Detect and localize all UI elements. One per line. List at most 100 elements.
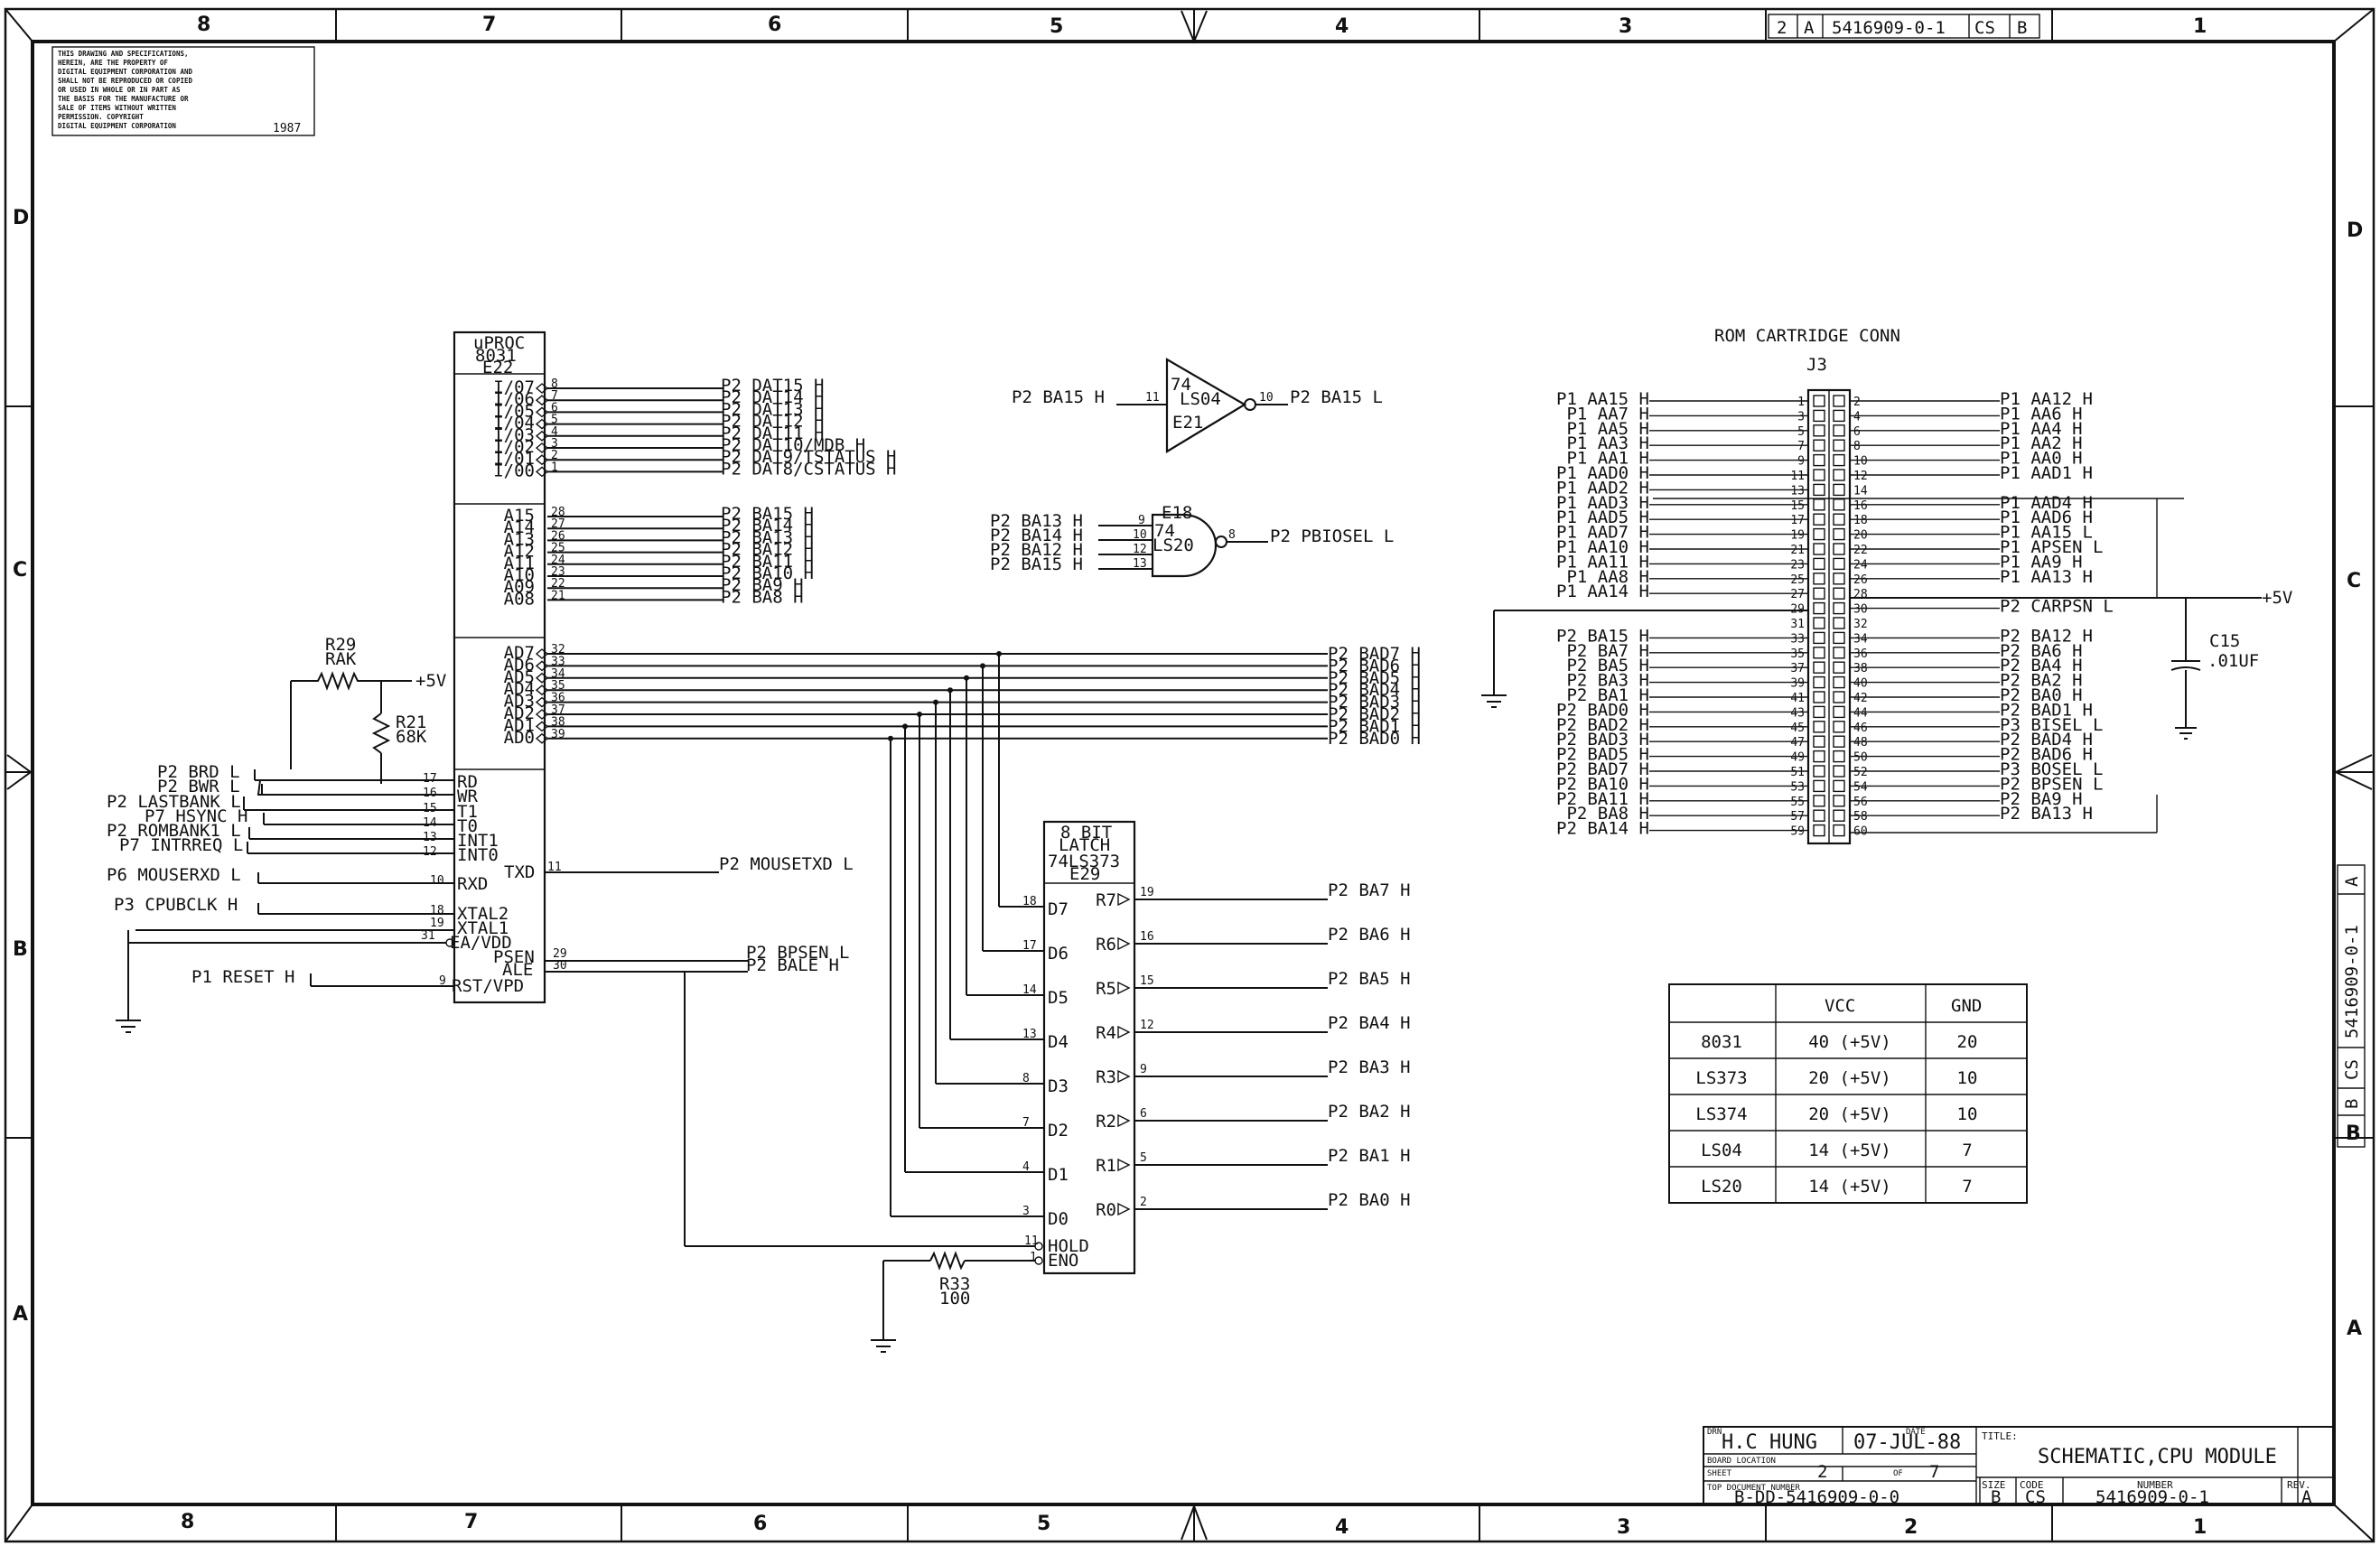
connector-pin-icon <box>1813 824 1825 837</box>
cpu-pin-num: 7 <box>551 389 558 403</box>
signal-label: P2 BA1 H <box>1328 1146 1411 1166</box>
notice-line: SALE OF ITEMS WITHOUT WRITTEN <box>58 104 176 112</box>
notice-line: THE BASIS FOR THE MANUFACTURE OR <box>58 95 189 103</box>
pin-num: 40 <box>1853 677 1868 691</box>
cpu-pin-name: AD7 <box>504 643 535 663</box>
latch-pin-name: D1 <box>1048 1165 1069 1185</box>
output-pin-icon <box>1117 1202 1131 1216</box>
power-table: VCC GND <box>1668 983 2028 1204</box>
connector-pin-icon <box>1833 691 1845 703</box>
junction-dot <box>888 735 893 741</box>
cpu-8031: uPROC 8031 E22 <box>453 331 546 1004</box>
pin-num: 31 <box>1790 618 1805 631</box>
pin-num: 21 <box>1790 544 1805 557</box>
latch-title: 8 BIT <box>1060 823 1112 843</box>
signal-label: P2 BAD7 H <box>1556 759 1649 779</box>
signal-label: P2 DAT13 H <box>721 399 824 419</box>
signal-label: P2 PBIOSEL L <box>1270 526 1394 546</box>
latch-pin-name: D3 <box>1048 1076 1069 1096</box>
notice-line: OR USED IN WHOLE OR IN PART AS <box>58 86 181 94</box>
r21-resistor <box>371 712 391 754</box>
connector-pin-icon <box>1813 647 1825 659</box>
pin-num: 52 <box>1853 766 1868 779</box>
inverter-part: LS04 <box>1180 389 1221 409</box>
cpu-pin-num: 31 <box>421 929 435 943</box>
power-table-cell: 7 <box>1962 1177 1972 1197</box>
latch-title: 74LS373 <box>1048 852 1120 871</box>
power-table-cell: LS20 <box>1701 1177 1742 1197</box>
signal-label: P1 AA4 H <box>2000 419 2083 439</box>
latch-pin-name: D2 <box>1048 1121 1069 1141</box>
side-tag-text: B <box>2342 1099 2362 1109</box>
notice-line: THIS DRAWING AND SPECIFICATIONS, <box>58 50 189 58</box>
power-table-cell: LS374 <box>1695 1104 1747 1124</box>
signal-label: P3 CPUBCLK H <box>114 895 238 915</box>
signal-label: P2 BRD L <box>157 762 240 782</box>
right-zone-label: A <box>2347 1318 2362 1340</box>
cpu-txd: TXD 11 P2 MOUSETXD L <box>504 854 854 882</box>
signal-label: P1 AA8 H <box>1566 567 1649 587</box>
connector-pin-icon <box>1813 765 1825 778</box>
signal-label: P2 DAT15 H <box>721 376 824 396</box>
power-table-cell: 10 <box>1957 1104 1978 1124</box>
connector-pin-icon <box>1813 691 1825 703</box>
title-block-label: SIZE <box>1982 1479 2006 1491</box>
signal-label: P2 BA15 L <box>1290 387 1383 407</box>
top-zone-label: 1 <box>2193 15 2207 38</box>
signal-label: P2 BA15 H <box>1012 387 1105 407</box>
left-zone-label: C <box>13 559 27 582</box>
connector-pin-icon <box>1813 809 1825 822</box>
pin-num: 49 <box>1790 751 1805 765</box>
tag-text: A <box>1804 18 1815 38</box>
cpu-pin-name: AD3 <box>504 692 535 712</box>
signal-label: P2 BAD0 H <box>1328 729 1421 749</box>
connector-pin-icon <box>1833 705 1845 719</box>
latch-pin-name: R0 <box>1096 1200 1116 1220</box>
pin-num: 19 <box>1790 529 1805 543</box>
pin-num: 51 <box>1790 766 1805 779</box>
signal-label: P2 BA3 H <box>1328 1057 1411 1077</box>
junction-dot <box>902 723 908 730</box>
connector-pin-icon <box>1813 513 1825 526</box>
r29-resistor <box>291 671 412 691</box>
pin-num: 8 <box>1228 528 1236 542</box>
cpu-pin-name: A12 <box>504 542 535 562</box>
pin-num: 38 <box>1853 662 1868 675</box>
signal-label: P2 BAD4 H <box>2000 730 2093 750</box>
pin-num: 7 <box>1797 440 1805 453</box>
signal-label: P1 AA5 H <box>1566 419 1649 439</box>
signal-label: P1 AAD0 H <box>1556 463 1649 483</box>
signal-label: P2 BA15 H <box>721 504 814 524</box>
pin-num: 30 <box>1853 603 1868 617</box>
power-table-cell: 20 (+5V) <box>1808 1068 1891 1088</box>
power-table-cell: 14 (+5V) <box>1808 1177 1891 1197</box>
pin-num: 4 <box>1853 410 1861 424</box>
cpu-pin-num: 13 <box>423 831 437 844</box>
pin-num: 44 <box>1853 706 1868 720</box>
cpu-pin-name: PSEN <box>493 947 535 967</box>
signal-label: P6 MOUSERXD L <box>107 865 241 885</box>
latch-pin-name: R1 <box>1096 1156 1116 1176</box>
cpu-pin-num: 15 <box>423 802 437 815</box>
side-tag-text: A <box>2342 876 2362 887</box>
signal-label: P2 BA4 H <box>1328 1013 1411 1033</box>
power-table-cell: 7 <box>1962 1141 1972 1160</box>
connector-pin-icon <box>1813 631 1825 645</box>
signal-label: P2 BA7 H <box>1328 880 1411 900</box>
title-block-label: TITLE: <box>1982 1430 2018 1442</box>
pin-num: 16 <box>1853 499 1868 513</box>
cpu-pin-name: INT0 <box>457 845 499 865</box>
nand-part: LS20 <box>1153 536 1194 555</box>
connector-pin-icon <box>1813 750 1825 763</box>
connector-pin-icon <box>1833 498 1845 511</box>
r29-value: RAK <box>325 649 357 669</box>
drawing-title: SCHEMATIC,CPU MODULE <box>2038 1446 2277 1468</box>
cpu-pin-name: AD0 <box>504 728 535 748</box>
connector-pin-icon <box>1813 721 1825 733</box>
pin-num: 54 <box>1853 780 1868 794</box>
cpu-title: 8031 <box>475 346 517 366</box>
right-zone-label: C <box>2347 570 2361 592</box>
left-zone-label: B <box>13 938 28 961</box>
pin-num: 7 <box>1022 1116 1030 1130</box>
signal-label: P1 AA9 H <box>2000 552 2083 572</box>
